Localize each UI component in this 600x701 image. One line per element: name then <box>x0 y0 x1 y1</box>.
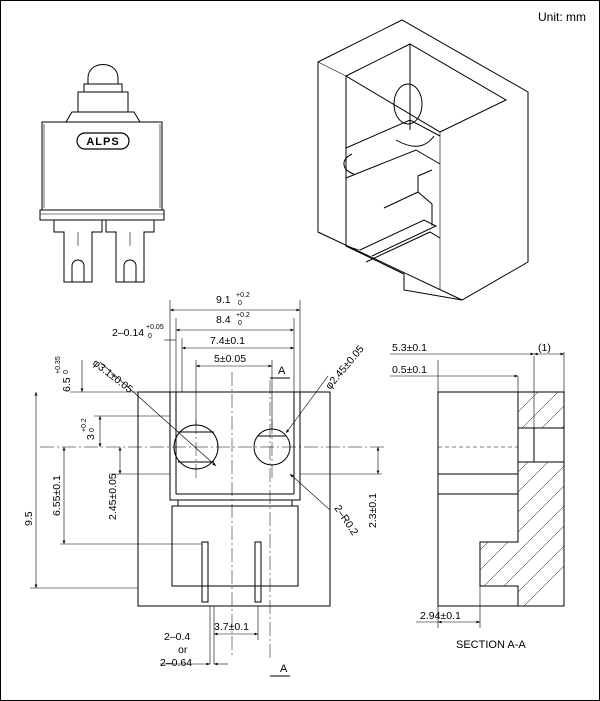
plunger-neck <box>83 83 123 93</box>
dim-2-3: 2.3±0.1 <box>367 493 379 528</box>
plunger-base <box>77 91 129 113</box>
dim-slot-0-14: 2–0.14 <box>112 327 144 339</box>
dim-slot-0-14-tol-upper: +0.05 <box>146 324 164 331</box>
plunger-cap <box>87 64 119 85</box>
dim-slot-0-64: 2–0.64 <box>160 657 192 669</box>
isometric-cutaway <box>317 19 529 301</box>
front-outline <box>137 391 331 607</box>
alps-logo: ALPS <box>86 136 119 148</box>
dim-3: 3 <box>85 434 97 440</box>
terminal-left-slot <box>71 259 85 282</box>
dim-slot-0-14-tol-lower: 0 <box>148 333 152 340</box>
dim-sec-1: (1) <box>538 342 551 354</box>
section-label: SECTION A-A <box>456 639 526 651</box>
dim-3-tol-upper: +0.2 <box>81 418 88 432</box>
base-plate <box>39 209 165 221</box>
dim-8-4: 8.4 <box>216 314 231 326</box>
switch-front-view: ALPS <box>39 64 165 283</box>
dim-6-5: 6.5 <box>61 377 73 392</box>
dim-sec-5-3: 5.3±0.1 <box>392 342 427 354</box>
dim-9-5: 9.5 <box>23 511 35 526</box>
dim-8-4-tol-upper: +0.2 <box>236 312 250 319</box>
dim-3-7: 3.7±0.1 <box>214 621 249 633</box>
dim-6-5-tol-upper: +0.35 <box>55 356 62 374</box>
dim-radius: 2–R0.2 <box>332 503 361 538</box>
section-a-a <box>390 352 565 628</box>
terminal-right-slot <box>123 259 137 282</box>
dim-slot-0-4: 2–0.4 <box>164 631 190 643</box>
alps-logo-badge <box>76 132 130 150</box>
section-mark-top: A <box>278 365 286 377</box>
terminal-right <box>105 220 155 283</box>
dim-sec-2-94: 2.94±0.1 <box>420 610 461 622</box>
dim-9-1-tol-upper: +0.2 <box>236 292 250 299</box>
terminal-left <box>53 220 103 283</box>
dim-6-5-tol-lower: 0 <box>63 370 70 374</box>
dim-sec-0-5: 0.5±0.1 <box>392 364 427 376</box>
dim-hole-3-1: φ3.1±0.05 <box>90 357 135 396</box>
dim-3-tol-lower: 0 <box>89 428 96 432</box>
dim-7-4: 7.4±0.1 <box>210 335 245 347</box>
dim-2-45: 2.45±0.05 <box>107 473 119 520</box>
dim-8-4-tol-lower: 0 <box>238 320 242 327</box>
dim-hole-2-45: φ2.45±0.05 <box>323 343 367 392</box>
dim-9-1-tol-lower: 0 <box>238 300 242 307</box>
section-mark-bottom: A <box>280 663 288 675</box>
unit-label: Unit: mm <box>538 10 586 24</box>
dim-5: 5±0.05 <box>214 353 246 365</box>
dim-6-55: 6.55±0.1 <box>51 475 63 516</box>
dim-9-1: 9.1 <box>216 294 231 306</box>
dim-slot-or: or <box>178 644 188 656</box>
